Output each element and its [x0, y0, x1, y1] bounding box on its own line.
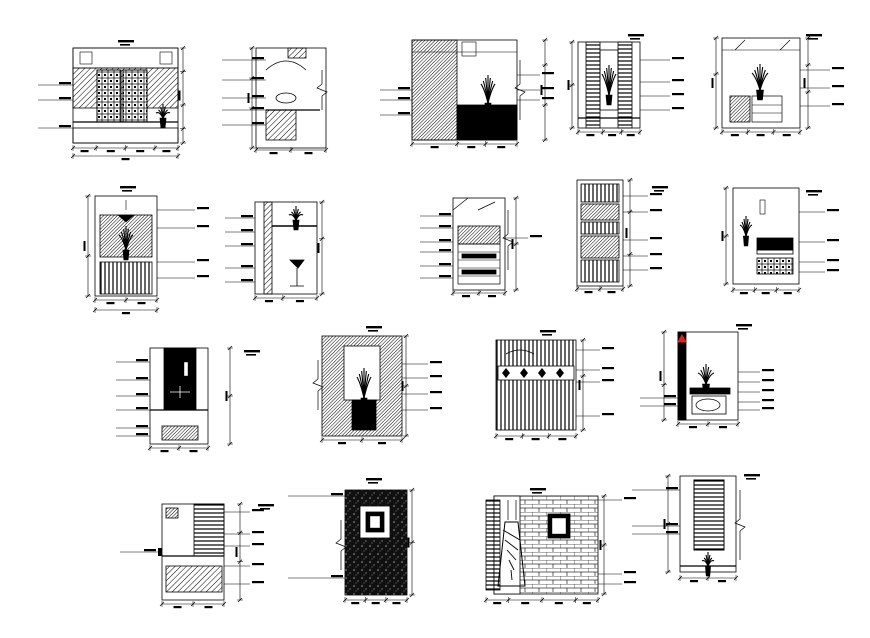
elevation-7	[225, 199, 325, 303]
elevation-13	[493, 330, 614, 441]
elevation-17	[483, 488, 636, 605]
elevation-15	[120, 501, 274, 609]
elevation-9	[574, 177, 668, 294]
elevation-10	[721, 185, 839, 295]
elevation-4	[567, 34, 684, 137]
elevation-5	[711, 34, 844, 137]
elevation-16	[288, 478, 415, 605]
elevation-6	[83, 186, 209, 315]
elevation-18	[632, 473, 760, 583]
elevation-14	[640, 324, 774, 429]
elevation-12	[312, 326, 442, 445]
elevation-1	[38, 40, 186, 161]
elevation-3	[380, 37, 554, 149]
elevation-8	[420, 195, 542, 298]
elevation-2	[222, 45, 329, 155]
elevation-11	[116, 345, 260, 453]
